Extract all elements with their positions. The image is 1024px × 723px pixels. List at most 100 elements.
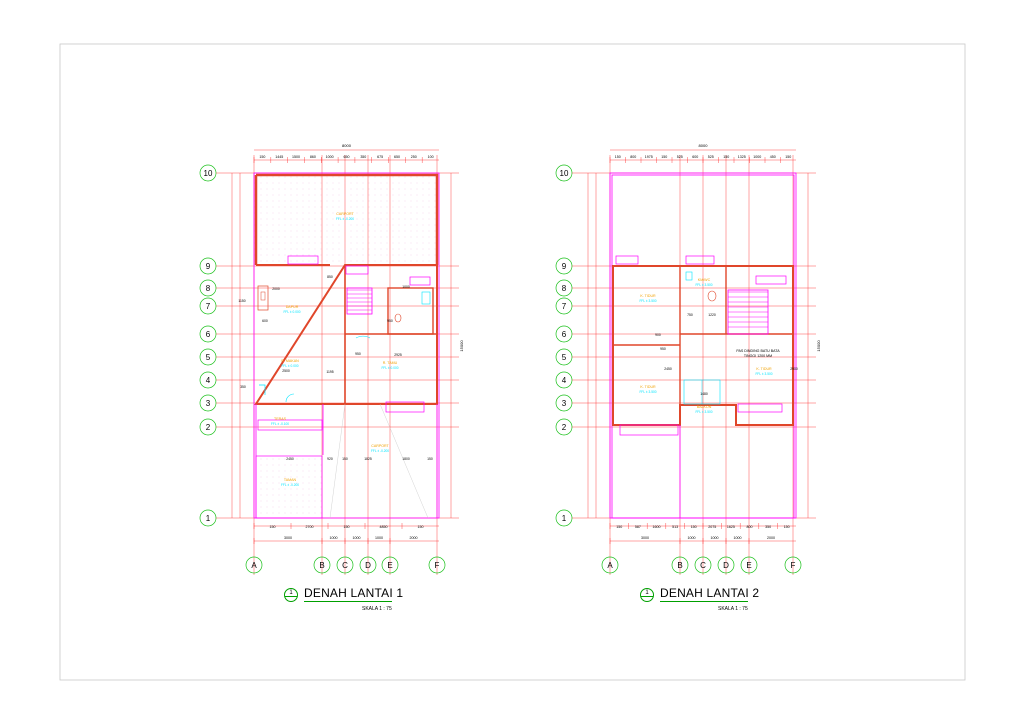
window: [287, 255, 319, 265]
dimension-text: 587: [635, 525, 641, 529]
window: [409, 276, 431, 286]
grid-bubble-col: [313, 556, 331, 574]
grid-row-label: 5: [206, 353, 211, 362]
dimension-text: 350: [765, 525, 771, 529]
dimension-text: 2450: [286, 457, 294, 461]
dimension-text: 1000: [353, 536, 361, 540]
dimension-text: 150: [259, 155, 265, 159]
room-name: K. TIDUR: [756, 367, 772, 371]
dimension-text: 1000: [330, 536, 338, 540]
ramp-line: [329, 403, 346, 519]
basin: [685, 271, 693, 281]
dimension-text: 450: [770, 155, 776, 159]
exterior-wall: [254, 173, 439, 265]
view-reference-bubble: 1: [284, 588, 298, 602]
grid-col-label: A: [251, 561, 257, 570]
dimension-text: 950: [660, 347, 666, 351]
window: [755, 275, 787, 285]
grid-row-label: 4: [562, 376, 567, 385]
toilet: [707, 290, 717, 302]
grid-row-label: 1: [562, 514, 567, 523]
dimension-text: 1445: [275, 155, 283, 159]
sheet-frame: [59, 43, 966, 681]
toilet: [394, 313, 402, 323]
dimension-text: 2000: [272, 287, 280, 291]
room-level: FFL ± 0.000: [281, 364, 298, 368]
kitchen-counter: [257, 285, 269, 311]
window: [257, 419, 323, 431]
roof-gutter: [619, 424, 679, 436]
dimension-text: 2000: [767, 536, 775, 540]
grid-bubble-col: [601, 556, 619, 574]
dimension-text: 900: [655, 333, 661, 337]
grid-col-label: C: [342, 561, 348, 570]
window: [345, 265, 369, 275]
dimension-text: 150: [784, 525, 790, 529]
room-level: FFL ± 3.500: [639, 390, 656, 394]
plan-title: DENAH LANTAI 1: [304, 586, 404, 600]
grid-row-label: 3: [206, 399, 211, 408]
dimension-text: 150: [691, 525, 697, 529]
title-block-plan-2: 1 DENAH LANTAI 2 SKALA 1 : 75: [640, 586, 760, 626]
dimension-text: 600: [262, 319, 268, 323]
plan-scale: SKALA 1 : 75: [718, 606, 748, 612]
dimension-text: 15000: [459, 340, 464, 352]
view-reference-number: 1: [289, 590, 293, 596]
dimension-text: 2450: [664, 367, 672, 371]
view-reference-bubble: 1: [640, 588, 654, 602]
dimension-text: 2075: [708, 525, 716, 529]
dimension-text: 2700: [306, 525, 314, 529]
dimension-text: 675: [377, 155, 383, 159]
dimension-text: 650: [394, 155, 400, 159]
grid-col-label: A: [607, 561, 613, 570]
dimension-text: 950: [387, 319, 393, 323]
window: [385, 401, 425, 413]
dimension-text: 600: [692, 155, 698, 159]
room-level: FFL ± 0.000: [381, 366, 398, 370]
dimension-text: 150: [270, 525, 276, 529]
dimension-text: 350: [240, 385, 246, 389]
room-level: FFL ± 3.500: [755, 372, 772, 376]
grid-bubble-col: [784, 556, 802, 574]
dimension-text: 150: [661, 155, 667, 159]
dimension-text: 1500: [292, 155, 300, 159]
grid-row-label: 2: [206, 423, 211, 432]
dimension-text: 800: [630, 155, 636, 159]
room-name: K. TIDUR: [640, 294, 656, 298]
grid-col-label: B: [677, 561, 682, 570]
grid-row-label: 9: [562, 262, 567, 271]
dimension-text: 525: [708, 155, 714, 159]
door-swing: [285, 393, 295, 403]
dimension-text: 1000: [688, 536, 696, 540]
room-level: FFL ± -0.200: [371, 449, 389, 453]
grid-row-label: 7: [206, 302, 211, 311]
door-swing: [355, 335, 371, 339]
grid-col-label: E: [387, 561, 392, 570]
grid-row-label: 4: [206, 376, 211, 385]
dimension-text: 2900: [790, 367, 798, 371]
window: [737, 403, 783, 413]
dimension-text: 3000: [641, 536, 649, 540]
window: [685, 255, 715, 265]
dimension-text: 150: [616, 525, 622, 529]
dimension-text: 1150: [238, 299, 245, 303]
shower-tray: [421, 291, 431, 305]
grid-row-label: 10: [204, 169, 213, 178]
stair: [346, 287, 373, 315]
grid-row-label: 10: [560, 169, 569, 178]
dimension-text: 1325: [738, 155, 746, 159]
grid-col-label: C: [700, 561, 706, 570]
grid-row-label: 6: [562, 330, 567, 339]
kitchen-sink: [260, 291, 266, 301]
room-level: FFL ± 0.000: [283, 310, 300, 314]
title-underline: [304, 601, 392, 602]
dimension-text: 1000: [734, 536, 742, 540]
plan-title: DENAH LANTAI 2: [660, 586, 760, 600]
dimension-text: 525: [677, 155, 683, 159]
grid-col-label: D: [723, 561, 729, 570]
dimension-text: 1000: [711, 536, 719, 540]
dimension-text: 1000: [326, 155, 334, 159]
ramp-line: [379, 403, 429, 519]
